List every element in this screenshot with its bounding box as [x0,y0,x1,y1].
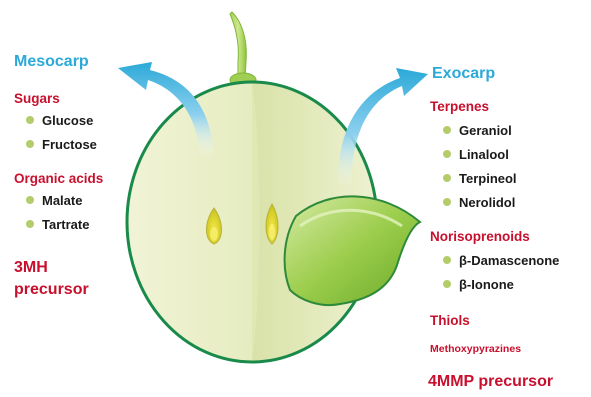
thiols-heading: Thiols [430,314,470,328]
sugars-heading: Sugars [14,92,60,106]
stem-icon [230,12,256,87]
compound-item: Geraniol [459,124,512,137]
exocarp-arrow-icon [338,68,428,188]
compound-item: Terpineol [459,172,517,185]
terpenes-heading: Terpenes [430,100,489,114]
bullet-icon [26,196,34,204]
precursor-4mmp-label: 4MMP precursor [428,372,553,392]
compound-item: Malate [42,194,82,207]
precursor-3mh-label: 3MH [14,258,48,278]
bullet-icon [443,198,451,206]
bullet-icon [443,256,451,264]
exocarp-label: Exocarp [432,66,495,82]
precursor-3mh-label-line2: precursor [14,280,89,300]
methoxypyrazines-label: Methoxypyrazines [430,344,521,355]
compound-item: Linalool [459,148,509,161]
skin-flap-icon [285,196,420,305]
compound-item: β-Ionone [459,278,514,291]
bullet-icon [443,126,451,134]
organic-acids-heading: Organic acids [14,172,103,186]
bullet-icon [443,174,451,182]
norisoprenoids-heading: Norisoprenoids [430,230,530,244]
compound-item: Tartrate [42,218,89,231]
bullet-icon [26,116,34,124]
bullet-icon [443,150,451,158]
bullet-icon [26,220,34,228]
bullet-icon [26,140,34,148]
compound-item: Fructose [42,138,97,151]
compound-item: β-Damascenone [459,254,559,267]
mesocarp-label: Mesocarp [14,54,89,70]
compound-item: Nerolidol [459,196,515,209]
bullet-icon [443,280,451,288]
compound-item: Glucose [42,114,93,127]
